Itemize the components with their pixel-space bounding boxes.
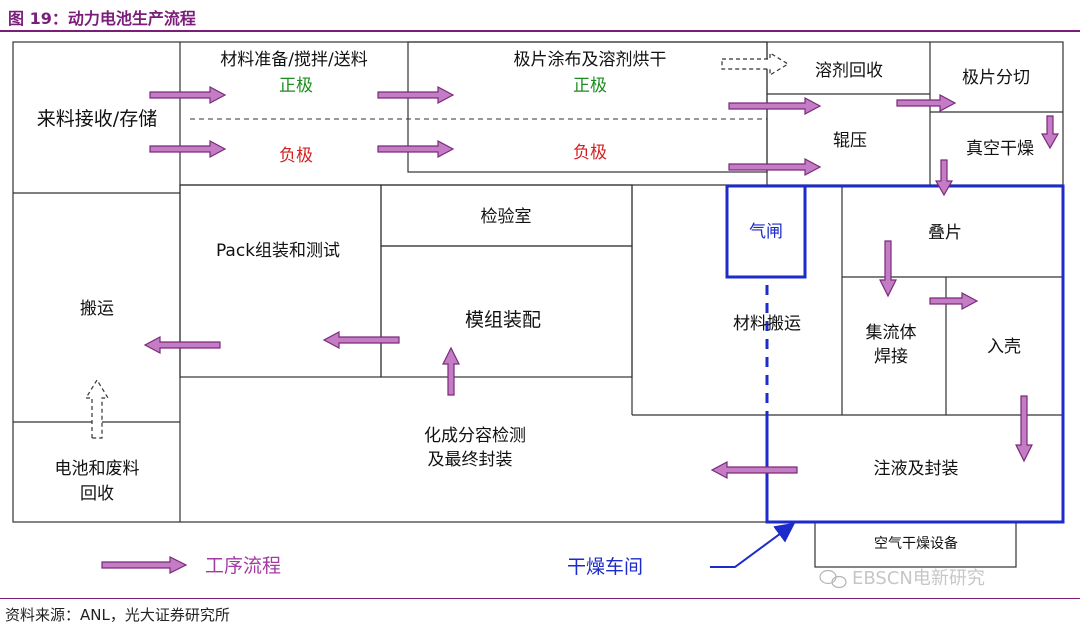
- label-recycling-2: 回收: [80, 484, 114, 504]
- arrow-down-4: [1015, 395, 1033, 463]
- label-pack: Pack组装和测试: [216, 241, 340, 261]
- label-inspection: 检验室: [481, 207, 532, 227]
- arrow-down-3: [879, 240, 897, 298]
- dry-room-pointer: [710, 522, 796, 568]
- legend-dry-room: 干燥车间: [567, 556, 643, 578]
- arrow-right-5: [728, 97, 822, 115]
- label-air-dryer: 空气干燥设备: [874, 535, 958, 552]
- label-recycling-1: 电池和废料: [55, 459, 140, 479]
- label-formation-1: 化成分容检测: [424, 426, 526, 446]
- arrow-left-2: [322, 331, 400, 349]
- arrow-right-2: [149, 140, 227, 158]
- label-stacking: 叠片: [928, 223, 962, 243]
- watermark: EBSCN电新研究: [819, 568, 985, 589]
- arrow-right-8: [929, 292, 979, 310]
- label-material-handling: 材料搬运: [733, 314, 801, 334]
- label-receiving: 来料接收/存储: [37, 108, 157, 130]
- arrow-right-3: [377, 86, 455, 104]
- label-coating: 极片涂布及溶剂烘干: [514, 50, 667, 70]
- arrow-up-1: [442, 346, 460, 396]
- arrow-right-1: [149, 86, 227, 104]
- arrow-right-6: [728, 158, 822, 176]
- label-solvent-recovery: 溶剂回收: [815, 61, 883, 81]
- label-vacuum-drying: 真空干燥: [966, 139, 1034, 159]
- arrow-dashed-right: [721, 51, 790, 77]
- arrow-left-1: [143, 336, 221, 354]
- label-handling: 搬运: [80, 299, 114, 319]
- legend-process-flow: 工序流程: [205, 555, 281, 577]
- figure-title: 图 19：动力电池生产流程: [8, 9, 196, 28]
- label-filling: 注液及封装: [874, 459, 959, 479]
- arrow-right-7: [896, 94, 957, 112]
- label-negative-1: 负极: [279, 146, 313, 166]
- label-mixing: 材料准备/搅拌/送料: [220, 50, 367, 70]
- wechat-icon: [819, 569, 847, 589]
- label-negative-2: 负极: [573, 143, 607, 163]
- frame: [12, 41, 1064, 523]
- label-airlock: 气闸: [749, 222, 783, 242]
- watermark-text: EBSCN电新研究: [852, 568, 985, 589]
- arrow-down-2: [934, 159, 954, 197]
- arrow-dashed-up: [84, 378, 110, 439]
- label-casing: 入壳: [987, 337, 1021, 357]
- legend-arrow: [101, 556, 188, 574]
- arrow-right-4: [377, 140, 455, 158]
- label-tab-welding-2: 焊接: [874, 347, 908, 367]
- dry-room-outline: [725, 184, 1065, 524]
- title-rule: [0, 30, 1080, 32]
- label-slitting: 极片分切: [962, 68, 1030, 88]
- label-rolling: 辊压: [833, 131, 867, 151]
- label-module: 模组装配: [465, 309, 541, 331]
- figure-source: 资料来源：ANL，光大证券研究所: [5, 606, 230, 624]
- source-rule: [0, 598, 1080, 599]
- label-positive-1: 正极: [279, 76, 313, 96]
- label-formation-2: 及最终封装: [428, 450, 513, 470]
- label-positive-2: 正极: [573, 76, 607, 96]
- label-tab-welding-1: 集流体: [866, 323, 917, 343]
- arrow-left-3: [710, 461, 798, 479]
- arrow-down-1: [1040, 115, 1060, 150]
